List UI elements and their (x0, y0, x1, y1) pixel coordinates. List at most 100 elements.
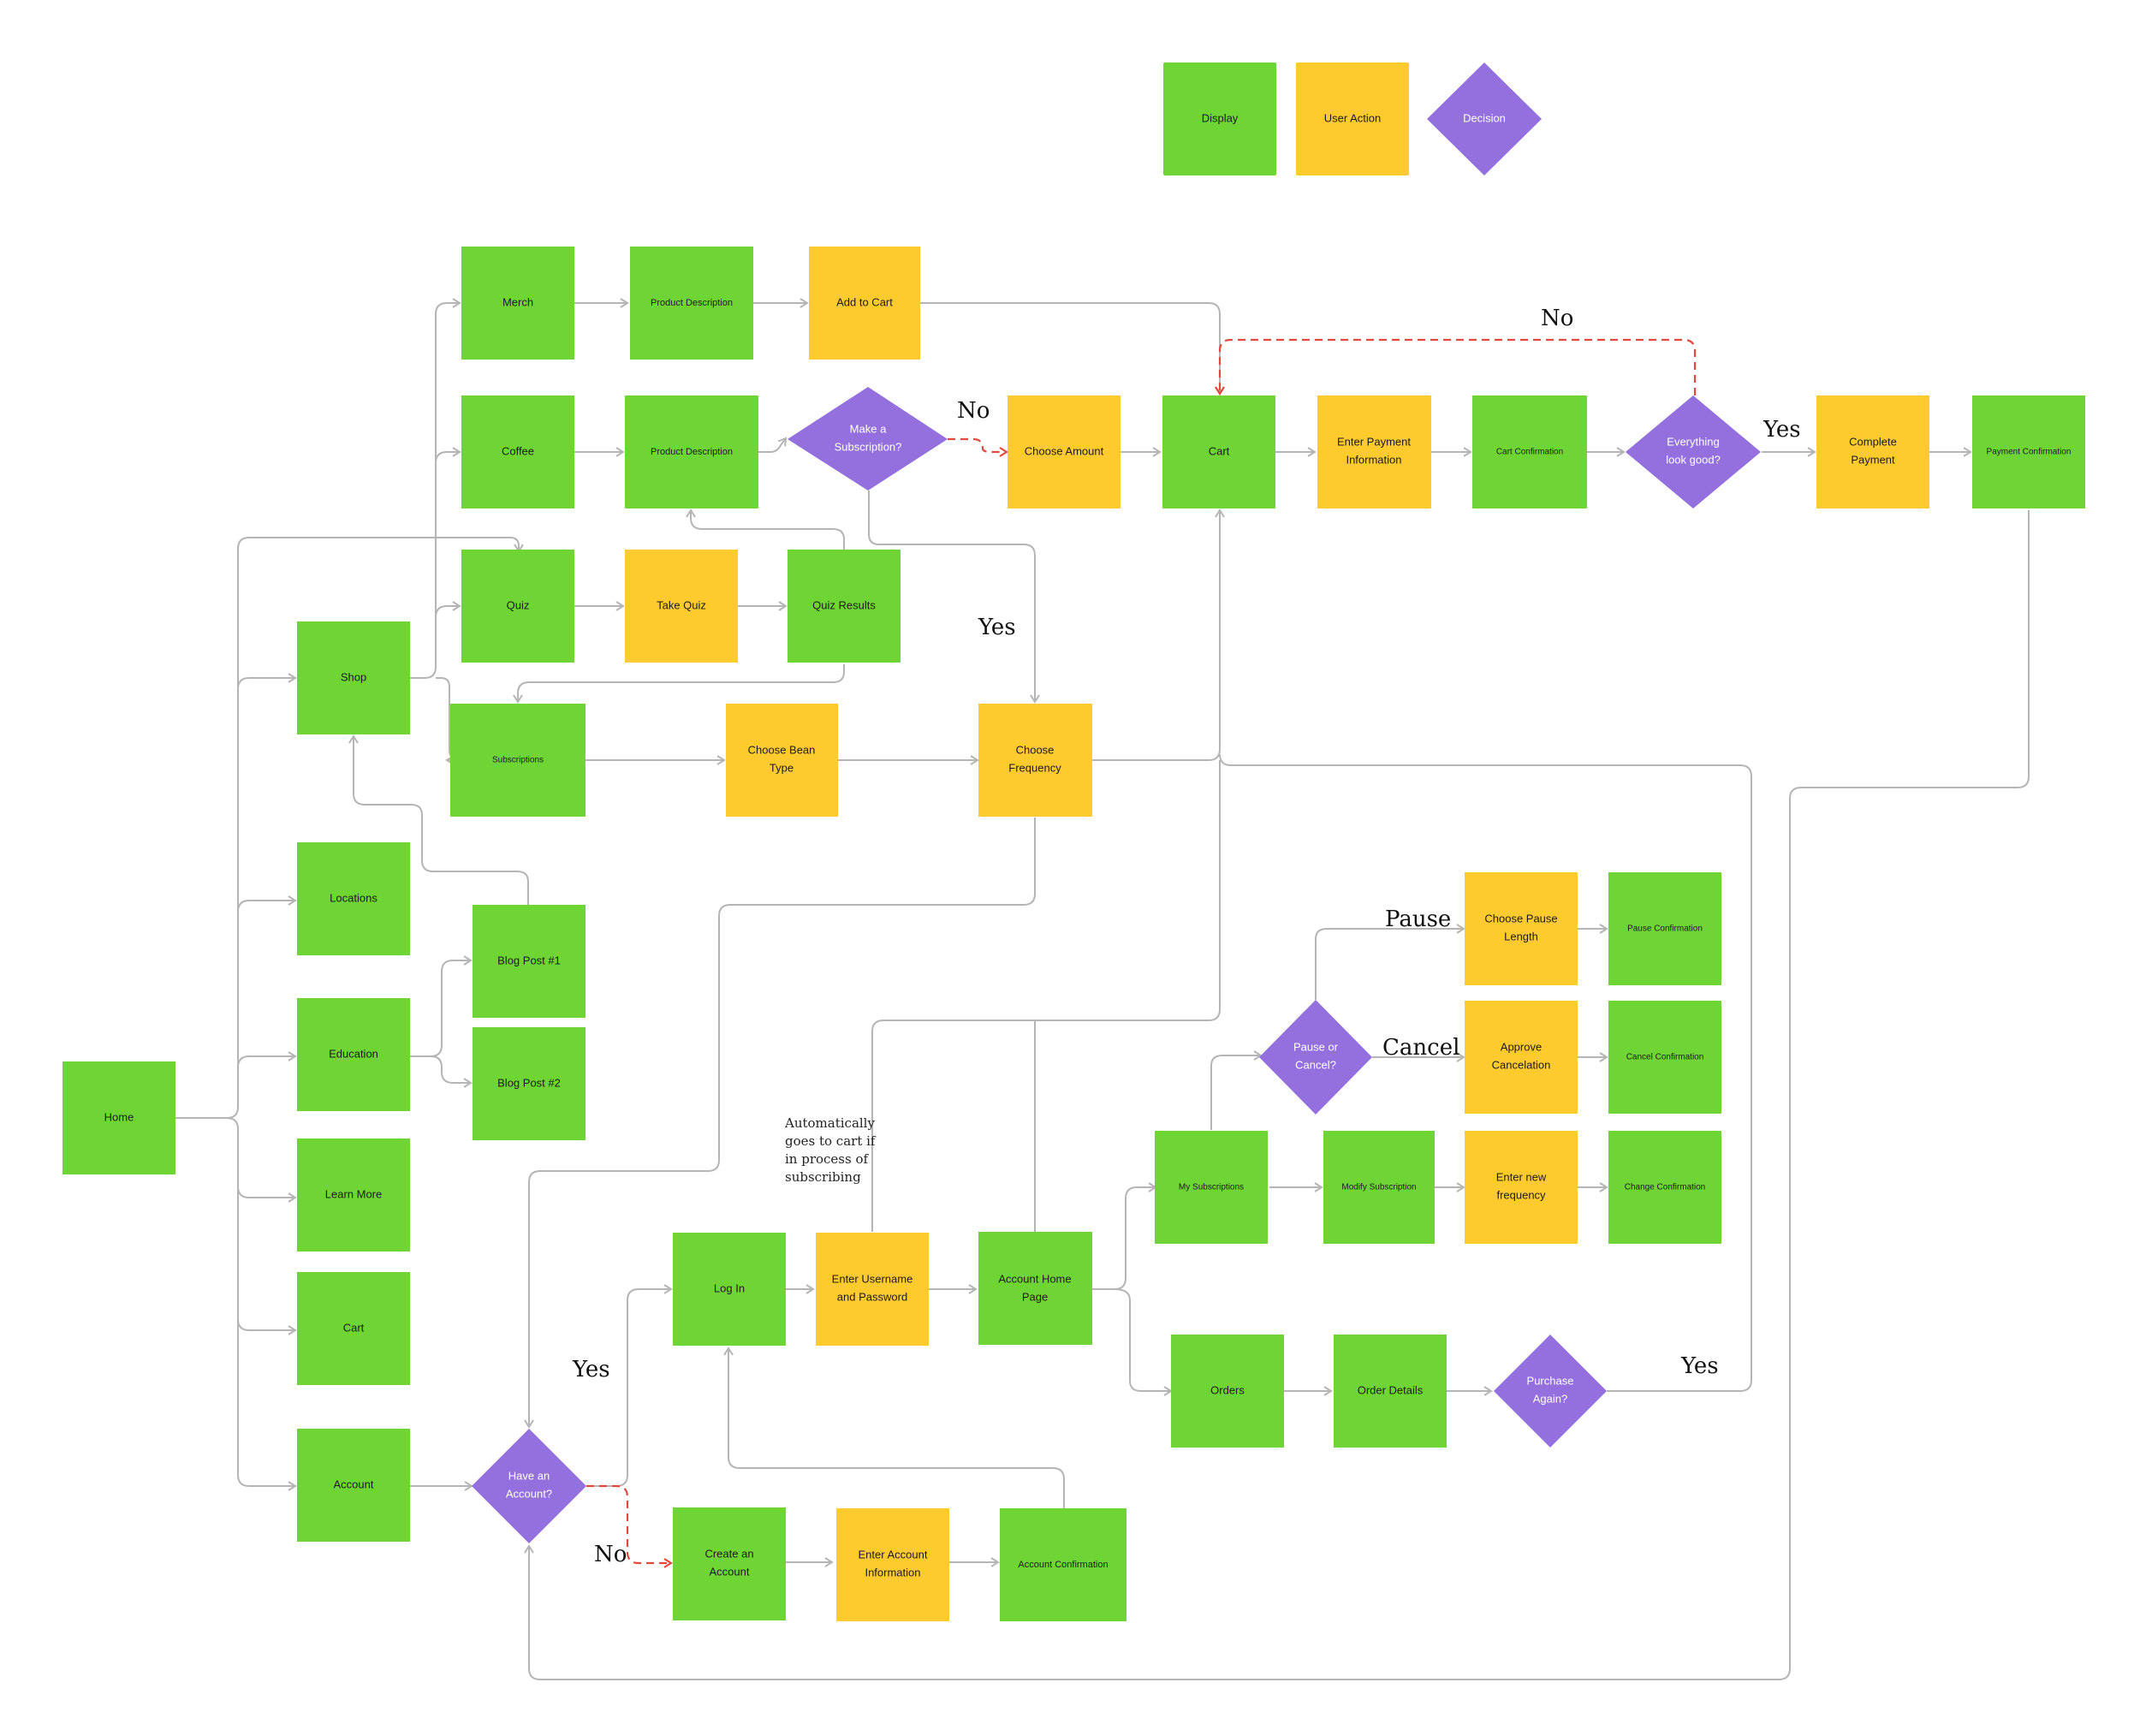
label-no-account: No (594, 1542, 627, 1567)
node-modify-subscription: Modify Subscription (1323, 1131, 1435, 1244)
node-locations: Locations (297, 842, 410, 955)
label-no-review: No (1541, 306, 1573, 331)
node-enter-new-frequency (1465, 1131, 1578, 1244)
svg-text:My Subscriptions: My Subscriptions (1179, 1183, 1244, 1192)
node-account: Account (297, 1429, 410, 1542)
label-yes-review: Yes (1763, 417, 1801, 443)
edge-edu-blog1 (410, 955, 473, 1057)
svg-text:Order Details: Order Details (1358, 1383, 1424, 1396)
edge-accounthome-mysubs (1092, 1182, 1157, 1290)
edge-haveaccount-login (586, 1284, 673, 1487)
svg-text:Blog Post #2: Blog Post #2 (497, 1076, 561, 1089)
edge-edu-blog2 (430, 1055, 473, 1088)
edge-home-education (237, 1051, 297, 1068)
svg-text:Orders: Orders (1210, 1383, 1245, 1396)
node-choose-pause (1465, 872, 1578, 985)
legend-user-action: User Action (1296, 62, 1409, 175)
svg-text:Account Confirmation: Account Confirmation (1018, 1560, 1108, 1570)
node-quiz-results: Quiz Results (788, 550, 901, 663)
node-purchase-again (1494, 1335, 1607, 1448)
svg-text:Modify Subscription: Modify Subscription (1341, 1183, 1416, 1192)
edge-decision-pause (1315, 924, 1465, 1000)
node-cancel-confirmation: Cancel Confirmation (1608, 1001, 1721, 1114)
node-product-description-merch: Product Description (630, 247, 753, 360)
svg-text:Cart Confirmation: Cart Confirmation (1496, 448, 1563, 457)
node-payment-confirmation: Payment Confirmation (1972, 395, 2085, 508)
svg-text:Learn More: Learn More (325, 1187, 382, 1200)
label-no-subscription: No (957, 398, 990, 424)
node-home: Home (62, 1061, 175, 1174)
svg-text:Cart: Cart (1209, 444, 1230, 457)
legend-user-action-label: User Action (1324, 111, 1381, 124)
node-coffee: Coffee (461, 395, 574, 508)
svg-text:Payment Confirmation: Payment Confirmation (1987, 448, 2072, 457)
edge-home-shop (237, 673, 297, 690)
node-quiz: Quiz (461, 550, 574, 663)
legend-decision-label: Decision (1463, 111, 1506, 124)
svg-text:Shop: Shop (341, 670, 366, 683)
edge-frequency-cart (1092, 508, 1225, 761)
edge-home-locations (237, 895, 297, 913)
edge-home-learnmore (237, 1186, 297, 1203)
svg-text:Quiz: Quiz (507, 598, 530, 611)
node-create-account (673, 1507, 786, 1620)
edge-payconf-haveaccount (524, 510, 2030, 1680)
label-yes-account: Yes (572, 1357, 610, 1382)
svg-text:Take Quiz: Take Quiz (657, 598, 706, 611)
edge-home-cart (237, 1318, 297, 1335)
svg-text:Log In: Log In (714, 1281, 745, 1294)
node-choose-frequency (978, 704, 1092, 817)
node-education: Education (297, 998, 410, 1111)
edge-shop-coffee (435, 447, 461, 464)
node-cart-confirmation: Cart Confirmation (1472, 395, 1587, 508)
svg-text:Pause Confirmation: Pause Confirmation (1627, 924, 1703, 934)
label-yes-purchase: Yes (1680, 1353, 1719, 1379)
node-cart: Cart (1162, 395, 1275, 508)
edge-accountconf-login (723, 1347, 1065, 1508)
node-pause-or-cancel (1259, 1000, 1372, 1115)
node-merch: Merch (461, 247, 574, 360)
edge-addtocart-cart (920, 302, 1225, 395)
edge-review-no (1220, 338, 1697, 395)
nodes: Display User Action Decision Home Shop L… (62, 62, 2085, 1621)
edge-results-pd (686, 508, 845, 550)
node-blog-post-1: Blog Post #1 (473, 905, 586, 1018)
edge-pd-makesub (758, 437, 788, 453)
node-change-confirmation: Change Confirmation (1608, 1131, 1721, 1244)
node-shop: Shop (297, 621, 410, 734)
node-choose-bean (726, 704, 838, 817)
svg-text:Locations: Locations (330, 891, 377, 904)
svg-text:Product Description: Product Description (651, 447, 733, 457)
edge-trunk-bottom (226, 1117, 297, 1491)
node-log-in: Log In (673, 1233, 786, 1346)
connectors (175, 298, 2030, 1680)
node-enter-account-info (836, 1508, 949, 1621)
node-approve-cancel (1465, 1001, 1578, 1114)
edge-username-cart (871, 760, 1221, 1232)
svg-text:Merch: Merch (502, 295, 533, 308)
node-have-account (472, 1429, 586, 1543)
node-order-details: Order Details (1334, 1335, 1447, 1448)
svg-text:Blog Post #1: Blog Post #1 (497, 954, 561, 966)
node-enter-username (816, 1233, 929, 1346)
edge-accounthome-orders (1114, 1288, 1173, 1396)
svg-text:Cart: Cart (343, 1321, 365, 1334)
node-add-to-cart: Add to Cart (809, 247, 920, 360)
edge-haveaccount-no (586, 1484, 671, 1563)
